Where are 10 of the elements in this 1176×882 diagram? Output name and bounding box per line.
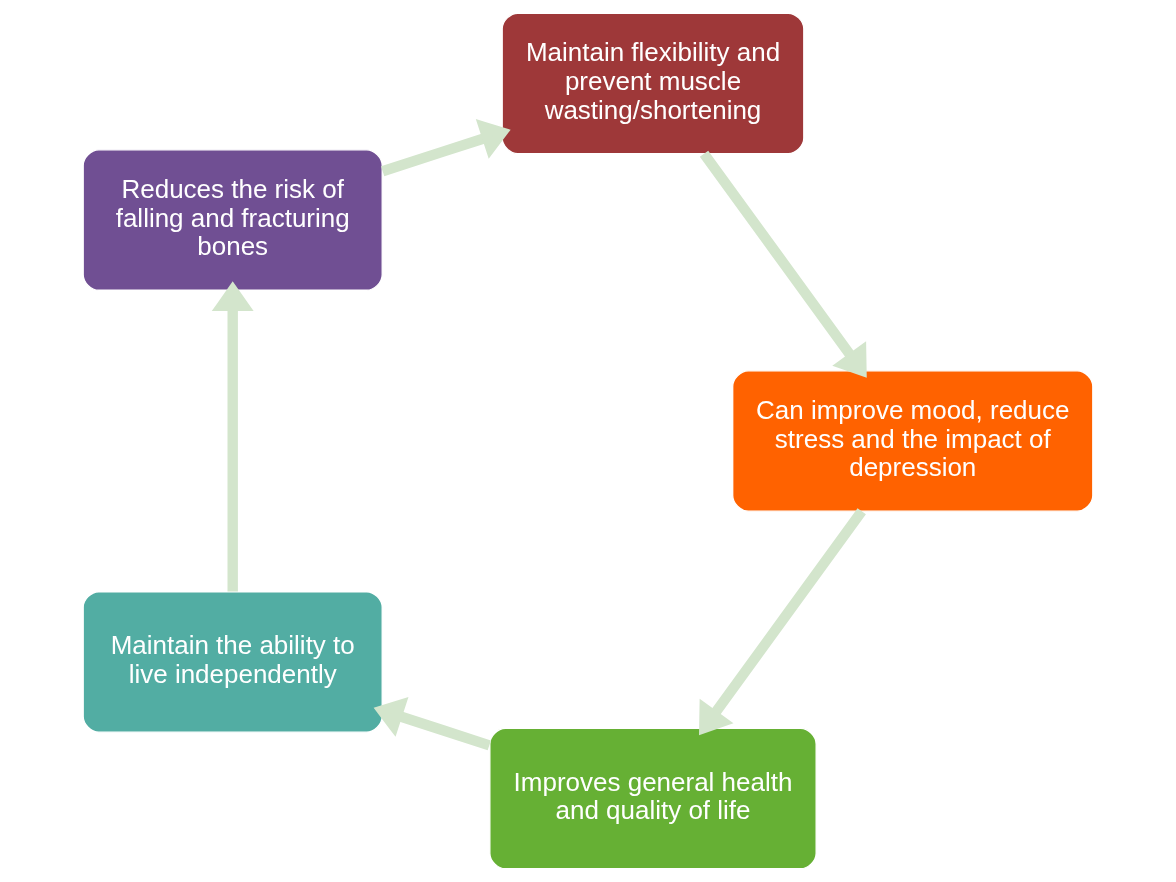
arrow bbox=[211, 281, 254, 592]
node-box: Can improve mood, reduce stress and the impact of depression bbox=[732, 370, 1094, 512]
node-box: Reduces the risk of falling and fracturing bones bbox=[82, 149, 383, 291]
arrow bbox=[699, 150, 867, 378]
arrow bbox=[373, 697, 491, 751]
node-box: Maintain the ability to live independently bbox=[82, 591, 383, 733]
node-box: Improves general health and quality of life bbox=[489, 727, 817, 870]
arrow bbox=[381, 119, 511, 177]
arrow bbox=[699, 508, 866, 736]
node-box: Maintain flexibility and prevent muscle wasting/shortening bbox=[501, 12, 805, 155]
